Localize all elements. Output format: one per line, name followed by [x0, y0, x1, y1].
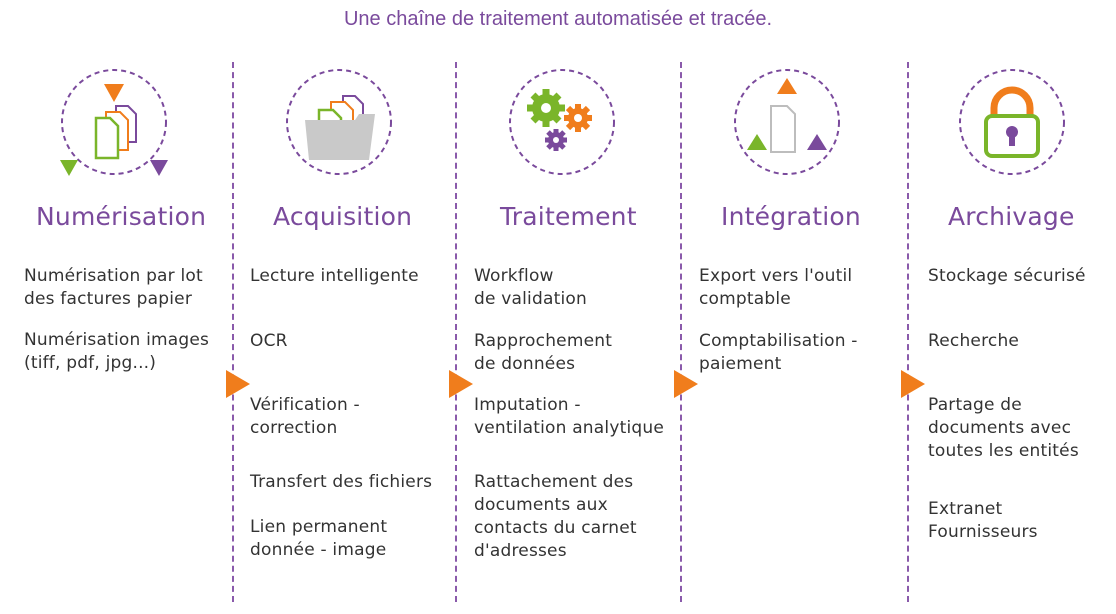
step-title: Numérisation: [36, 202, 207, 231]
step-item: Rapprochement de données: [474, 331, 613, 374]
flow-arrow-4: [901, 370, 925, 398]
step-item: OCR: [250, 331, 288, 351]
step-item: Lecture intelligente: [250, 266, 419, 286]
divider-2: [455, 62, 457, 602]
step-item: Numérisation images (tiff, pdf, jpg...): [24, 330, 210, 373]
divider-3: [680, 62, 682, 602]
step-title: Acquisition: [273, 202, 413, 231]
step-item: Extranet Fournisseurs: [928, 499, 1038, 542]
step-title: Intégration: [721, 202, 861, 231]
step-item: Rattachement des documents aux contacts …: [474, 472, 637, 561]
step-item: Numérisation par lot des factures papier: [24, 266, 203, 309]
step-traitement: Traitement Workflow de validation Rappro…: [456, 60, 680, 610]
document-integration-icon: [731, 66, 843, 178]
flow-arrow-1: [226, 370, 250, 398]
step-archivage: Archivage Stockage sécurisé Recherche Pa…: [908, 60, 1116, 610]
padlock-icon: [956, 66, 1068, 178]
step-item: Workflow de validation: [474, 266, 587, 309]
step-integration: Intégration Export vers l'outil comptabl…: [681, 60, 907, 610]
step-numerisation: Numérisation Numérisation par lot des fa…: [0, 60, 232, 610]
step-item: Stockage sécurisé: [928, 266, 1086, 286]
step-item: Comptabilisation - paiement: [699, 331, 858, 374]
step-item: Partage de documents avec toutes les ent…: [928, 395, 1079, 461]
step-item: Recherche: [928, 331, 1020, 351]
gears-icon: [506, 66, 618, 178]
step-item: Export vers l'outil comptable: [699, 266, 853, 309]
documents-scan-icon: [58, 66, 170, 178]
flow-arrow-3: [674, 370, 698, 398]
step-item: Transfert des fichiers: [250, 472, 433, 492]
step-acquisition: Acquisition Lecture intelligente OCR Vér…: [233, 60, 455, 610]
step-item: Lien permanent donnée - image: [250, 517, 388, 560]
flow-arrow-2: [449, 370, 473, 398]
step-item: Vérification - correction: [250, 395, 360, 438]
divider-4: [907, 62, 909, 602]
folder-documents-icon: [283, 66, 395, 178]
step-title: Archivage: [948, 202, 1075, 231]
step-item: Imputation - ventilation analytique: [474, 395, 664, 438]
divider-1: [232, 62, 234, 602]
page-headline: Une chaîne de traitement automatisée et …: [343, 8, 773, 30]
step-title: Traitement: [500, 202, 637, 231]
